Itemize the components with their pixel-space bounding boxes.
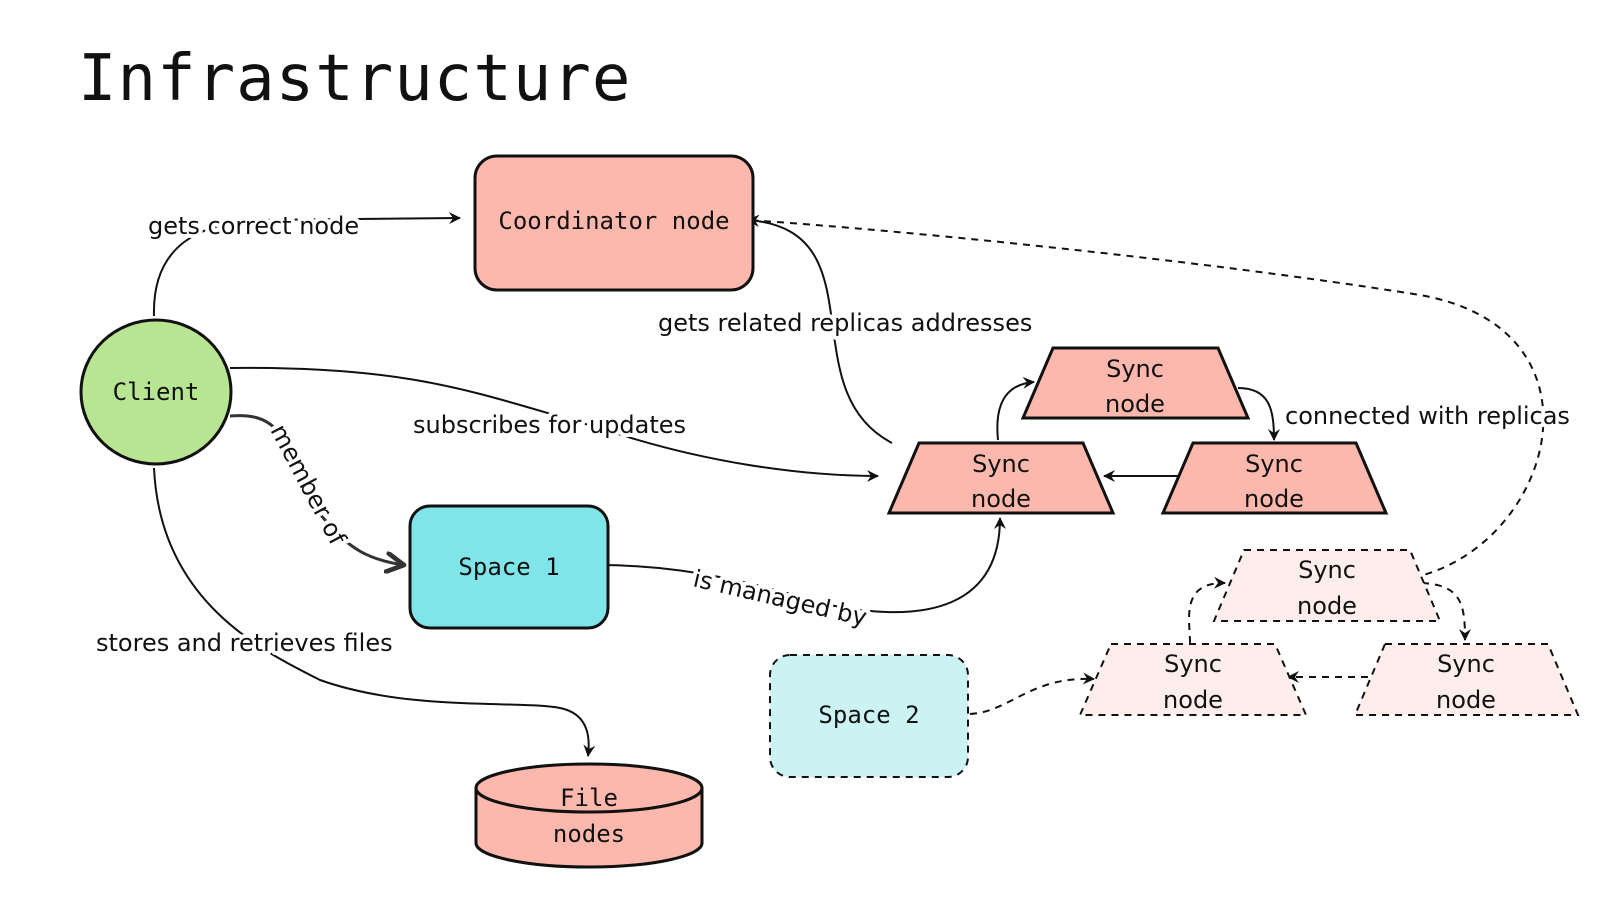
edge-client-member-of [229,414,404,565]
client-node: Client [79,318,233,466]
edge-client-subscribes [229,366,879,482]
sync-node-left: Sync node [886,441,1116,515]
client-node-label: Client [113,378,200,406]
edge-sync-left-to-top [996,376,1035,441]
edge-client-to-coordinator [152,212,461,317]
edge-label-is-managed-by: is managed by [691,565,870,632]
sync-node-right-shape [1160,441,1389,515]
edge-label-gets-correct-node: gets correct node [148,212,359,240]
edge-faded-top-to-right [1421,582,1471,641]
space-2-box [769,654,969,778]
file-nodes-label-line1: File [560,784,618,812]
sync-node-faded-right: Sync node [1353,643,1580,716]
sync-node-faded-top: Sync node [1212,549,1442,622]
page-title: Infrastructure [78,42,632,116]
sync-node-faded-right-line1: Sync [1437,650,1495,678]
edge-sync-top-to-right [1237,387,1280,441]
sync-node-top-line2: node [1105,390,1165,418]
sync-node-left-shape [886,441,1116,515]
edge-label-stores-and-retrieves: stores and retrieves files [96,629,393,657]
sync-node-faded-right-line2: node [1436,686,1496,714]
sync-node-faded-top-line1: Sync [1298,556,1356,584]
sync-node-faded-right-shape [1353,643,1580,716]
edge-faded-left-to-top [1188,576,1226,644]
coordinator-node-box [473,154,755,292]
sync-node-top: Sync node [1020,346,1251,420]
edge-label-connected-with-replicas: connected with replicas [1285,402,1570,430]
space-2-label: Space 2 [818,701,919,729]
sync-node-right: Sync node [1160,441,1389,515]
sync-node-left-line2: node [971,485,1031,513]
space-1-node: Space 1 [408,504,610,630]
sync-node-faded-top-line2: node [1297,592,1357,620]
sync-node-right-line1: Sync [1245,450,1303,478]
sync-node-faded-left: Sync node [1078,643,1308,716]
file-nodes-top [474,762,704,814]
sync-node-top-shape [1020,346,1251,420]
edge-label-gets-related-replicas: gets related replicas addresses [658,309,1032,337]
sync-node-top-line1: Sync [1106,355,1164,383]
edge-label-member-of: member of [265,420,352,550]
edge-space2-to-faded-sync [969,672,1095,715]
edge-sync-to-coordinator [747,214,893,444]
sync-node-faded-left-shape [1078,643,1308,716]
space-2-node: Space 2 [769,654,969,778]
file-nodes: File nodes [474,762,704,869]
coordinator-node: Coordinator node [473,154,755,292]
client-node-shape [79,318,233,466]
coordinator-node-label: Coordinator node [498,207,729,235]
space-1-box [408,504,610,630]
edge-client-stores-files [153,467,596,757]
edges [152,212,1545,757]
edge-label-subscribes-for-updates: subscribes for updates [413,411,686,439]
sync-node-faded-left-line1: Sync [1164,650,1222,678]
edge-space1-managed-by [597,517,1006,614]
edge-faded-sync-to-coordinator [747,214,1545,581]
sync-node-faded-top-shape [1212,549,1442,622]
file-nodes-label-line2: nodes [553,820,625,848]
space-1-label: Space 1 [458,553,559,581]
sync-node-left-line1: Sync [972,450,1030,478]
sync-node-right-line2: node [1244,485,1304,513]
sync-node-faded-left-line2: node [1163,686,1223,714]
